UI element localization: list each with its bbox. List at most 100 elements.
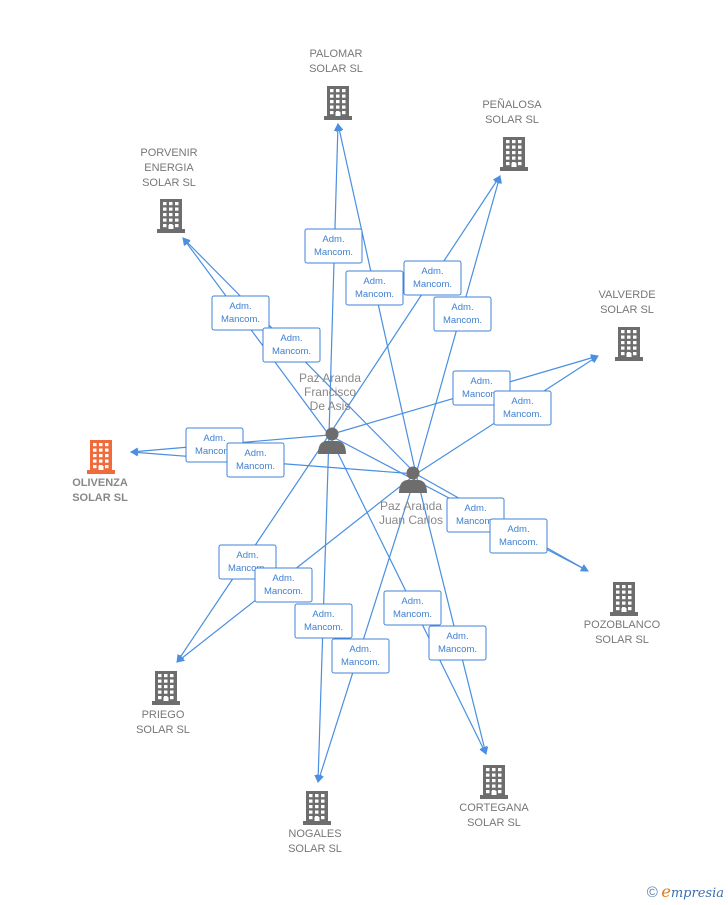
role-label-text: Mancom.: [341, 657, 380, 668]
company-node-olivenza[interactable]: OLIVENZA SOLAR SL: [72, 440, 128, 504]
company-name-line: SOLAR SL: [595, 634, 649, 646]
graph-nodes: PALOMAR SOLAR SL PEÑALOSA SOLAR SL PORVENIR E…: [72, 48, 660, 855]
role-label-text: Mancom.: [195, 446, 234, 457]
role-label-text: Mancom.: [456, 516, 495, 527]
role-label-francisco-nogales[interactable]: Adm.Mancom.: [294, 603, 353, 639]
company-name-line: SOLAR SL: [288, 843, 342, 855]
building-icon: [157, 199, 185, 233]
role-label-francisco-palomar[interactable]: Adm.Mancom.: [304, 228, 363, 264]
person-name-line: Juan Carlos: [379, 513, 443, 527]
role-label-juan-olivenza[interactable]: Adm. Mancom.: [226, 442, 285, 478]
role-label-text: Adm.: [401, 596, 423, 607]
relation-edge-francisco-palomar: [328, 123, 342, 436]
role-label-francisco-cortegana[interactable]: Adm. Mancom.: [383, 590, 442, 626]
company-node-palomar[interactable]: PALOMAR SOLAR SL: [309, 48, 363, 120]
role-label-text: Mancom.: [221, 314, 260, 325]
company-name-line: VALVERDE: [598, 289, 655, 301]
role-label-text: Mancom.: [443, 315, 482, 326]
role-label-text: Adm.: [349, 644, 371, 655]
company-node-cortegana[interactable]: CORTEGANA SOLAR SL: [459, 765, 529, 829]
role-label-juan-porvenir[interactable]: Adm. Mancom.: [262, 327, 321, 363]
relation-edge-francisco-penalosa: [328, 175, 501, 436]
company-name-line: POZOBLANCO: [584, 619, 661, 631]
company-node-nogales[interactable]: NOGALES SOLAR SL: [288, 791, 342, 855]
company-name-line: PRIEGO: [142, 709, 185, 721]
company-name-line: SOLAR SL: [142, 177, 196, 189]
company-name-line: SOLAR SL: [467, 817, 521, 829]
role-label-juan-valverde[interactable]: Adm. Mancom.: [493, 390, 552, 426]
role-label-text: Mancom.: [462, 389, 501, 400]
role-label-text: Adm.: [464, 503, 486, 514]
role-label-text: Mancom.: [503, 409, 542, 420]
role-label-text: Adm.: [470, 376, 492, 387]
company-name-line: SOLAR SL: [72, 492, 128, 504]
person-icon: [399, 466, 427, 493]
role-label-text: Adm.: [312, 609, 334, 620]
role-label-juan-pozoblanco[interactable]: Adm. Mancom.: [489, 518, 548, 554]
role-label-text: Adm.: [203, 433, 225, 444]
role-label-juan-nogales[interactable]: Adm. Mancom.: [331, 638, 390, 674]
company-node-valverde[interactable]: VALVERDE SOLAR SL: [598, 289, 656, 361]
relation-role-labels: Adm. Mancom. Adm. Mancom. Adm. Mancom. Adm. Man…: [185, 228, 552, 674]
role-label-francisco-penalosa[interactable]: Adm. Mancom.: [403, 260, 462, 296]
relation-edge-juan-nogales: [316, 473, 417, 783]
person-icon: [318, 427, 346, 454]
role-label-text: Adm.: [272, 573, 294, 584]
role-label-text: Adm.: [280, 333, 302, 344]
footer-brand[interactable]: © empresia: [647, 882, 724, 901]
role-label-text: Adm.: [363, 276, 385, 287]
role-label-text: Adm.: [507, 524, 529, 535]
role-label-text: Mancom.: [393, 609, 432, 620]
role-label-francisco-porvenir[interactable]: Adm. Mancom.: [211, 295, 270, 331]
role-label-text: Adm.: [451, 302, 473, 313]
company-name-line: SOLAR SL: [136, 724, 190, 736]
company-name-line: NOGALES: [288, 828, 341, 840]
company-name-line: SOLAR SL: [309, 63, 363, 75]
role-label-juan-penalosa[interactable]: Adm. Mancom.: [433, 296, 492, 332]
role-label-text: Mancom.: [355, 289, 394, 300]
role-label-text: Adm.: [229, 301, 251, 312]
company-name-line: PALOMAR: [310, 48, 363, 60]
building-icon: [303, 791, 331, 825]
relation-edge-francisco-porvenir: [182, 237, 330, 436]
company-name-line: CORTEGANA: [459, 802, 529, 814]
role-label-text: Mancom.: [314, 247, 353, 258]
role-label-text: Mancom.: [413, 279, 452, 290]
person-name-line: Paz Aranda: [380, 499, 442, 513]
company-name-line: PEÑALOSA: [482, 98, 542, 111]
building-icon: [610, 582, 638, 616]
role-label-text: Mancom.: [236, 461, 275, 472]
company-node-priego[interactable]: PRIEGO SOLAR SL: [136, 671, 190, 736]
role-label-text: Adm.: [421, 266, 443, 277]
role-label-juan-priego[interactable]: Adm.Mancom.: [254, 567, 313, 603]
role-label-text: Mancom.: [438, 644, 477, 655]
role-label-juan-palomar[interactable]: Adm. Mancom.: [345, 270, 404, 306]
company-node-porvenir[interactable]: PORVENIR ENERGIA SOLAR SL: [140, 147, 198, 233]
building-icon: [615, 327, 643, 361]
company-name-line: OLIVENZA: [72, 477, 128, 489]
company-name-line: ENERGIA: [144, 162, 194, 174]
role-label-text: Adm.: [244, 448, 266, 459]
company-node-pozoblanco[interactable]: POZOBLANCO SOLAR SL: [584, 582, 661, 646]
role-label-text: Adm.: [511, 396, 533, 407]
building-icon: [324, 86, 352, 120]
company-name-line: SOLAR SL: [600, 304, 654, 316]
company-name-line: SOLAR SL: [485, 114, 539, 126]
role-label-text: Adm.: [236, 550, 258, 561]
role-label-text: Mancom.: [272, 346, 311, 357]
relation-edge-juan-cortegana: [415, 473, 489, 755]
building-icon: [500, 137, 528, 171]
company-node-penalosa[interactable]: PEÑALOSA SOLAR SL: [482, 98, 542, 171]
company-name-line: PORVENIR: [140, 147, 197, 159]
person-name-line: Paz Aranda: [299, 371, 361, 385]
building-icon: [87, 440, 115, 474]
person-name-line: De Asis: [310, 399, 351, 413]
role-label-text: Mancom.: [228, 563, 267, 574]
role-label-juan-cortegana[interactable]: Adm. Mancom.: [428, 625, 487, 661]
building-icon: [480, 765, 508, 799]
role-label-text: Mancom.: [499, 537, 538, 548]
role-label-text: Adm.: [446, 631, 468, 642]
